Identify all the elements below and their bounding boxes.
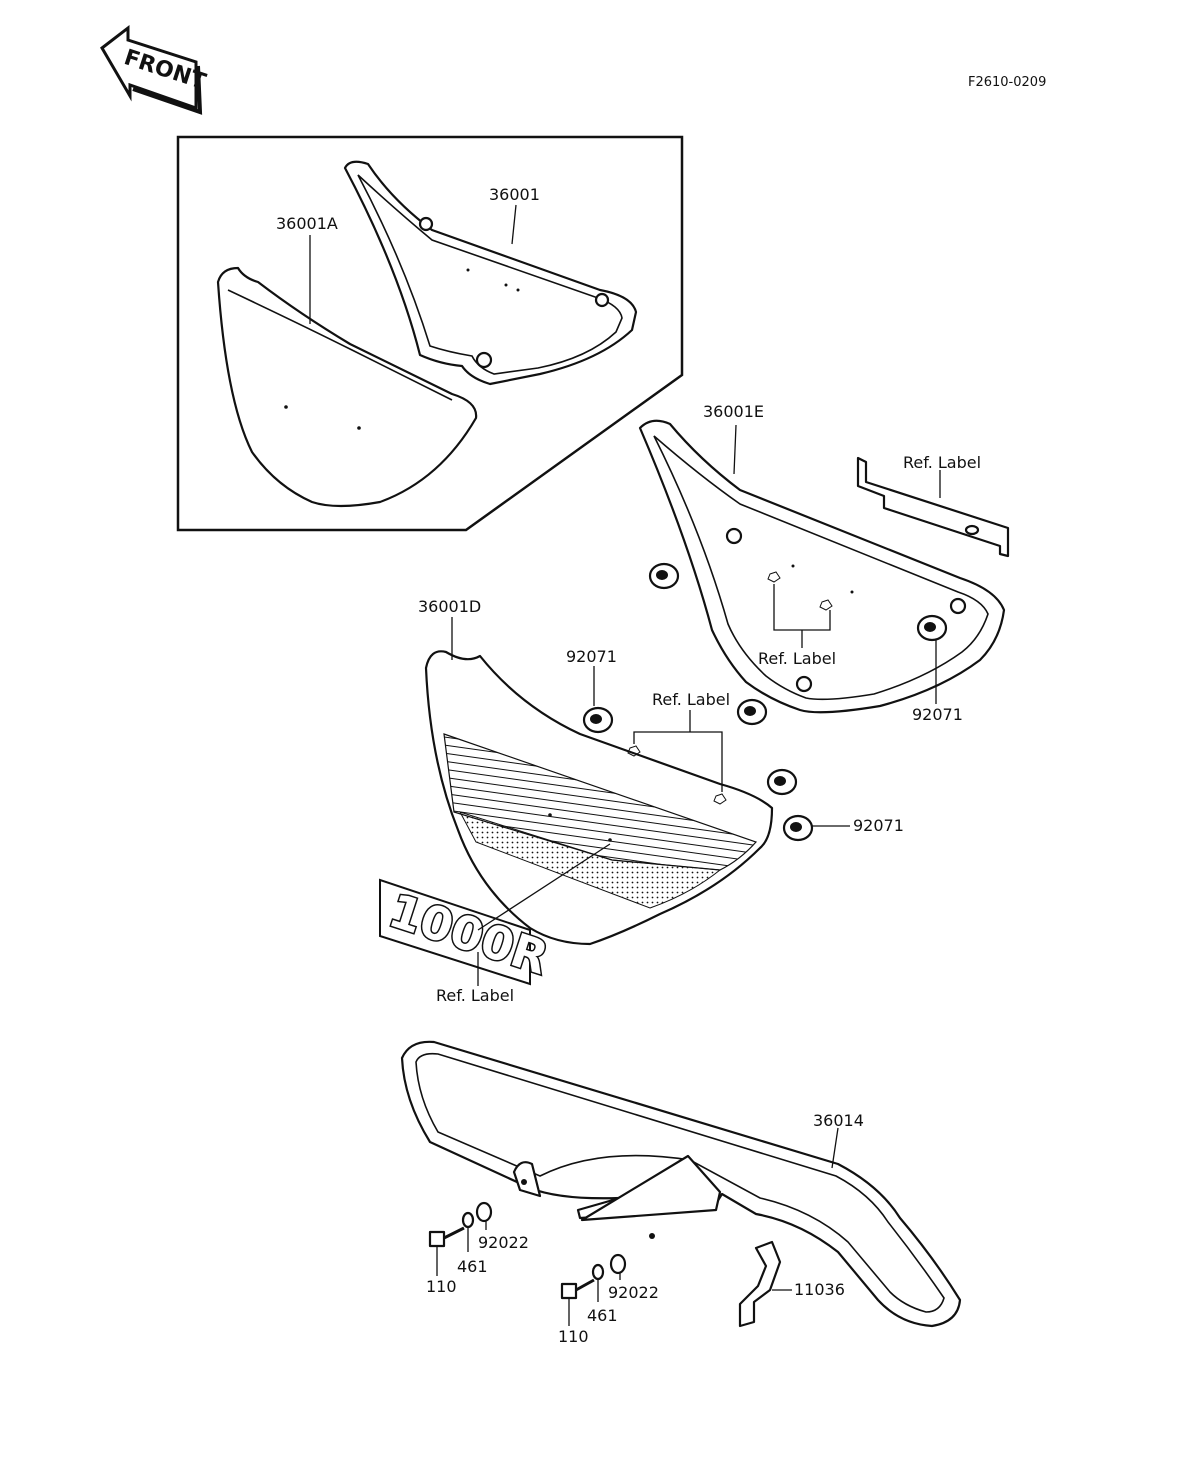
callout-ref-label-4: Ref. Label [436, 986, 514, 1005]
side-cover-36001E [638, 419, 1006, 714]
callout-36001D: 36001D [418, 597, 481, 616]
front-arrow-icon: FRONT [100, 24, 209, 115]
grommet-92071-left [648, 562, 680, 590]
callout-ref-label-2: Ref. Label [758, 649, 836, 668]
washer-461-b [591, 1263, 605, 1281]
washer-92022-a [475, 1201, 493, 1223]
callout-461-a: 461 [457, 1257, 488, 1276]
grommet-92071-upper [582, 706, 614, 734]
callout-461-b: 461 [587, 1306, 618, 1325]
callout-11036: 11036 [794, 1280, 845, 1299]
callout-92022-a: 92022 [478, 1233, 529, 1252]
callout-ref-label-3: Ref. Label [652, 690, 730, 709]
ref-label-plate [856, 456, 1010, 558]
side-cover-36001A [216, 266, 478, 508]
callout-92071-a: 92071 [566, 647, 617, 666]
callout-92022-b: 92022 [608, 1283, 659, 1302]
washer-92022-b [609, 1253, 627, 1275]
bolt-110-b [560, 1278, 595, 1300]
bracket-11036 [738, 1240, 782, 1328]
callout-36001: 36001 [489, 185, 540, 204]
washer-461-a [461, 1211, 475, 1229]
grommet-92071-lower [782, 814, 814, 842]
callout-36001E: 36001E [703, 402, 764, 421]
callout-36001A: 36001A [276, 214, 338, 233]
callout-36014: 36014 [813, 1111, 864, 1130]
chain-cover-36014 [400, 1040, 962, 1328]
callout-92071-c: 92071 [853, 816, 904, 835]
side-cover-36001D [424, 650, 774, 946]
drawing-code: F2610-0209 [968, 75, 1046, 90]
callout-ref-label-1: Ref. Label [903, 453, 981, 472]
grommet-92071-right [916, 614, 948, 642]
grommet-92071-center [766, 768, 798, 796]
callout-110-b: 110 [558, 1327, 589, 1346]
callout-110-a: 110 [426, 1277, 457, 1296]
grommet-92071-mid [736, 698, 768, 726]
callout-92071-b: 92071 [912, 705, 963, 724]
optional-parts-frame [176, 135, 684, 532]
side-cover-36001 [343, 160, 638, 386]
bolt-110-a [428, 1226, 465, 1248]
